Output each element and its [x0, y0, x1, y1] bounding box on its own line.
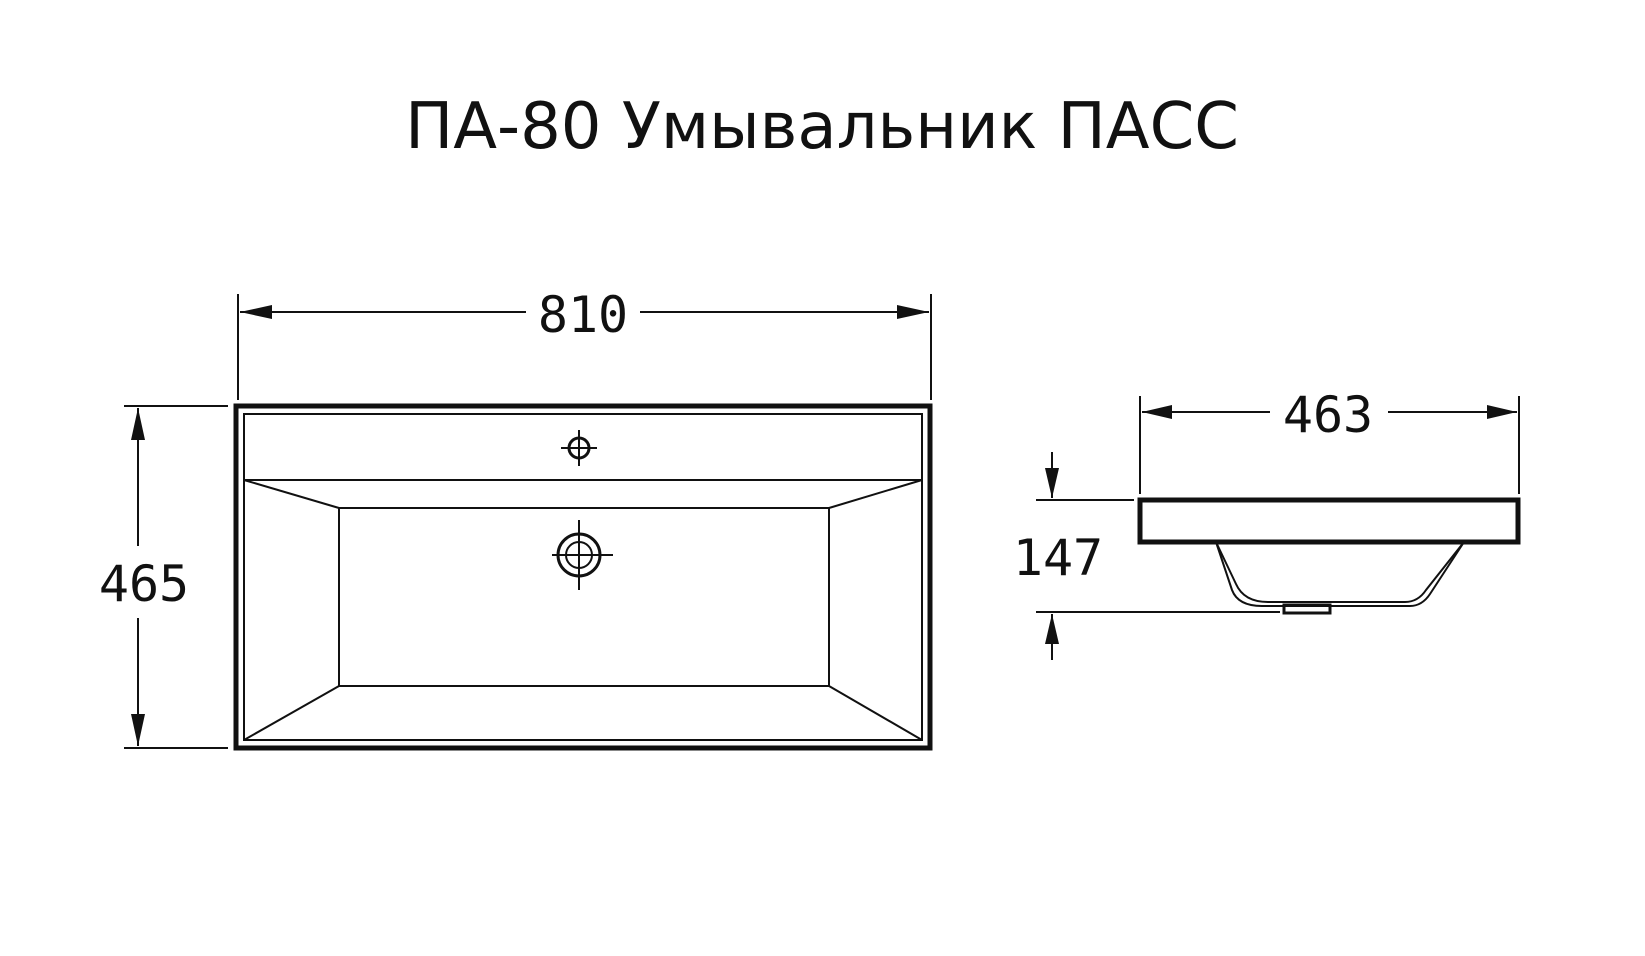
basin-rim-outline — [243, 413, 923, 741]
side-view: 463 147 — [1013, 386, 1521, 660]
top-view: 810 465 — [99, 286, 933, 751]
bowl-profile — [1215, 541, 1465, 603]
arrowhead-left-icon — [240, 305, 272, 319]
arrowhead-left-icon — [1142, 405, 1172, 419]
depth-label: 465 — [99, 555, 189, 613]
tap-hole-icon — [561, 430, 597, 466]
side-depth-label: 463 — [1283, 386, 1373, 444]
bowl-profile-inner — [1215, 541, 1465, 607]
bowl-slope-line — [828, 479, 923, 509]
bowl-slope-line — [828, 685, 923, 741]
height-label: 147 — [1013, 529, 1103, 587]
bowl-slope-line — [243, 685, 340, 741]
width-dimension: 810 — [237, 286, 932, 400]
slab-outline — [1137, 497, 1521, 545]
arrowhead-down-icon — [131, 714, 145, 746]
arrowhead-down-icon — [1045, 468, 1059, 498]
bowl-bottom-outline — [338, 507, 830, 687]
height-dimension: 147 — [1013, 452, 1280, 660]
arrowhead-right-icon — [1487, 405, 1517, 419]
basin-outer-outline — [233, 403, 933, 751]
arrowhead-up-icon — [1045, 614, 1059, 644]
drain-icon — [552, 520, 613, 590]
depth-dimension: 465 — [99, 405, 228, 749]
side-depth-dimension: 463 — [1139, 386, 1520, 494]
arrowhead-up-icon — [131, 408, 145, 440]
drawing-title: ПА-80 Умывальник ПАСС — [405, 90, 1239, 164]
drain-outlet — [1282, 603, 1332, 615]
arrowhead-right-icon — [897, 305, 929, 319]
bowl-slope-line — [243, 479, 340, 509]
width-label: 810 — [538, 286, 628, 344]
